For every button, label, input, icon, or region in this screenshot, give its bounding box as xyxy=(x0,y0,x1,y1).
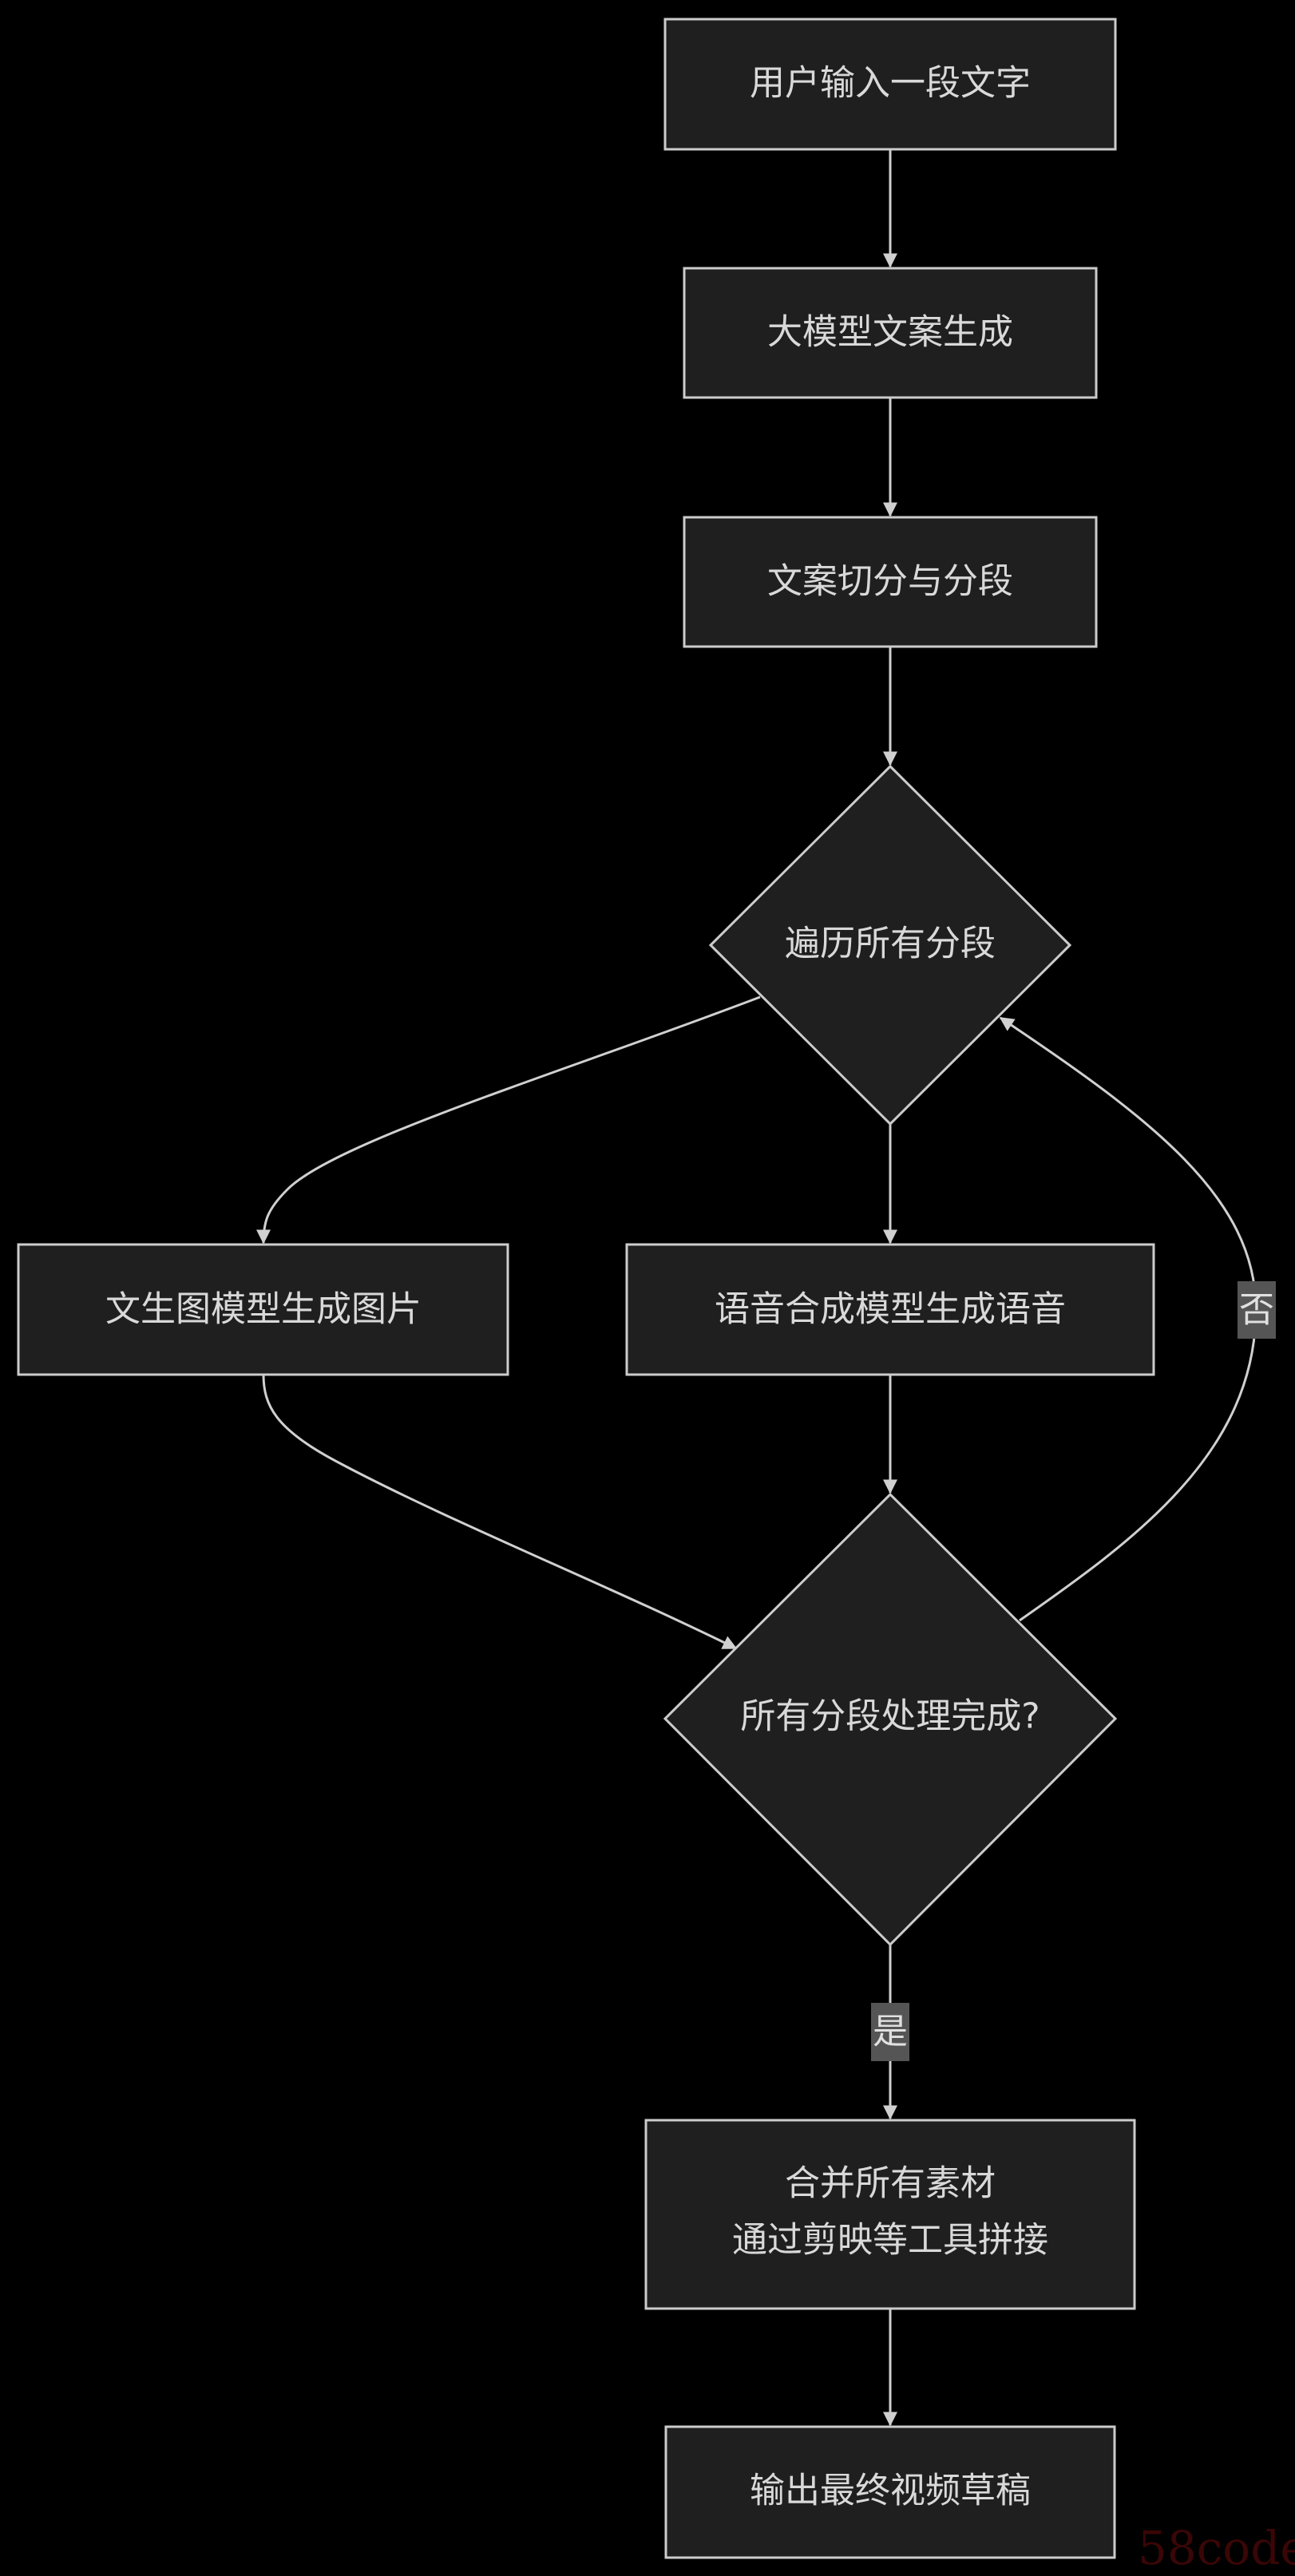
node-t2i-label: 文生图模型生成图片 xyxy=(105,1289,422,1330)
node-llm-label: 大模型文案生成 xyxy=(767,312,1013,353)
node-t2i-box xyxy=(17,1243,509,1376)
node-output: 输出最终视频草稿 xyxy=(664,2425,1116,2559)
edge-loop-to-t2i xyxy=(256,995,761,1244)
node-output-box xyxy=(664,2425,1116,2559)
node-merge-label-line1: 合并所有素材 xyxy=(785,2163,996,2204)
node-split-box xyxy=(683,516,1098,648)
node-llm-box xyxy=(683,267,1098,399)
node-split: 文案切分与分段 xyxy=(683,516,1098,648)
node-split-label: 文案切分与分段 xyxy=(767,561,1013,602)
edge-label-yes-text: 是 xyxy=(873,2012,908,2052)
edge-label-yes: 是 xyxy=(871,2003,909,2061)
node-merge-label-line2: 通过剪映等工具拼接 xyxy=(732,2220,1048,2261)
node-t2i: 文生图模型生成图片 xyxy=(17,1243,509,1376)
node-loop-label: 遍历所有分段 xyxy=(785,924,996,964)
edge-label-no: 否 xyxy=(1238,1281,1276,1339)
node-llm: 大模型文案生成 xyxy=(683,267,1098,399)
watermark-logo: 58codes xyxy=(1138,2521,1295,2575)
node-tts: 语音合成模型生成语音 xyxy=(625,1243,1155,1376)
node-loop: 遍历所有分段 xyxy=(708,764,1072,1126)
edge-label-yes-bg xyxy=(871,2003,909,2061)
node-loop-diamond xyxy=(708,764,1072,1126)
node-input-box xyxy=(663,18,1117,151)
node-output-label: 输出最终视频草稿 xyxy=(750,2471,1031,2511)
node-tts-label: 语音合成模型生成语音 xyxy=(715,1289,1066,1330)
node-input-label: 用户输入一段文字 xyxy=(750,63,1031,104)
node-merge: 合并所有素材 通过剪映等工具拼接 xyxy=(644,2119,1136,2310)
node-tts-box xyxy=(625,1243,1155,1376)
node-merge-box xyxy=(644,2119,1136,2310)
edge-label-no-text: 否 xyxy=(1239,1290,1274,1331)
edge-label-no-bg xyxy=(1238,1281,1276,1339)
node-done: 所有分段处理完成? xyxy=(663,1492,1118,1947)
node-done-diamond xyxy=(663,1492,1118,1947)
node-done-label: 所有分段处理完成? xyxy=(740,1696,1040,1737)
edge-t2i-to-done xyxy=(262,1374,738,1650)
node-input: 用户输入一段文字 xyxy=(663,18,1117,151)
